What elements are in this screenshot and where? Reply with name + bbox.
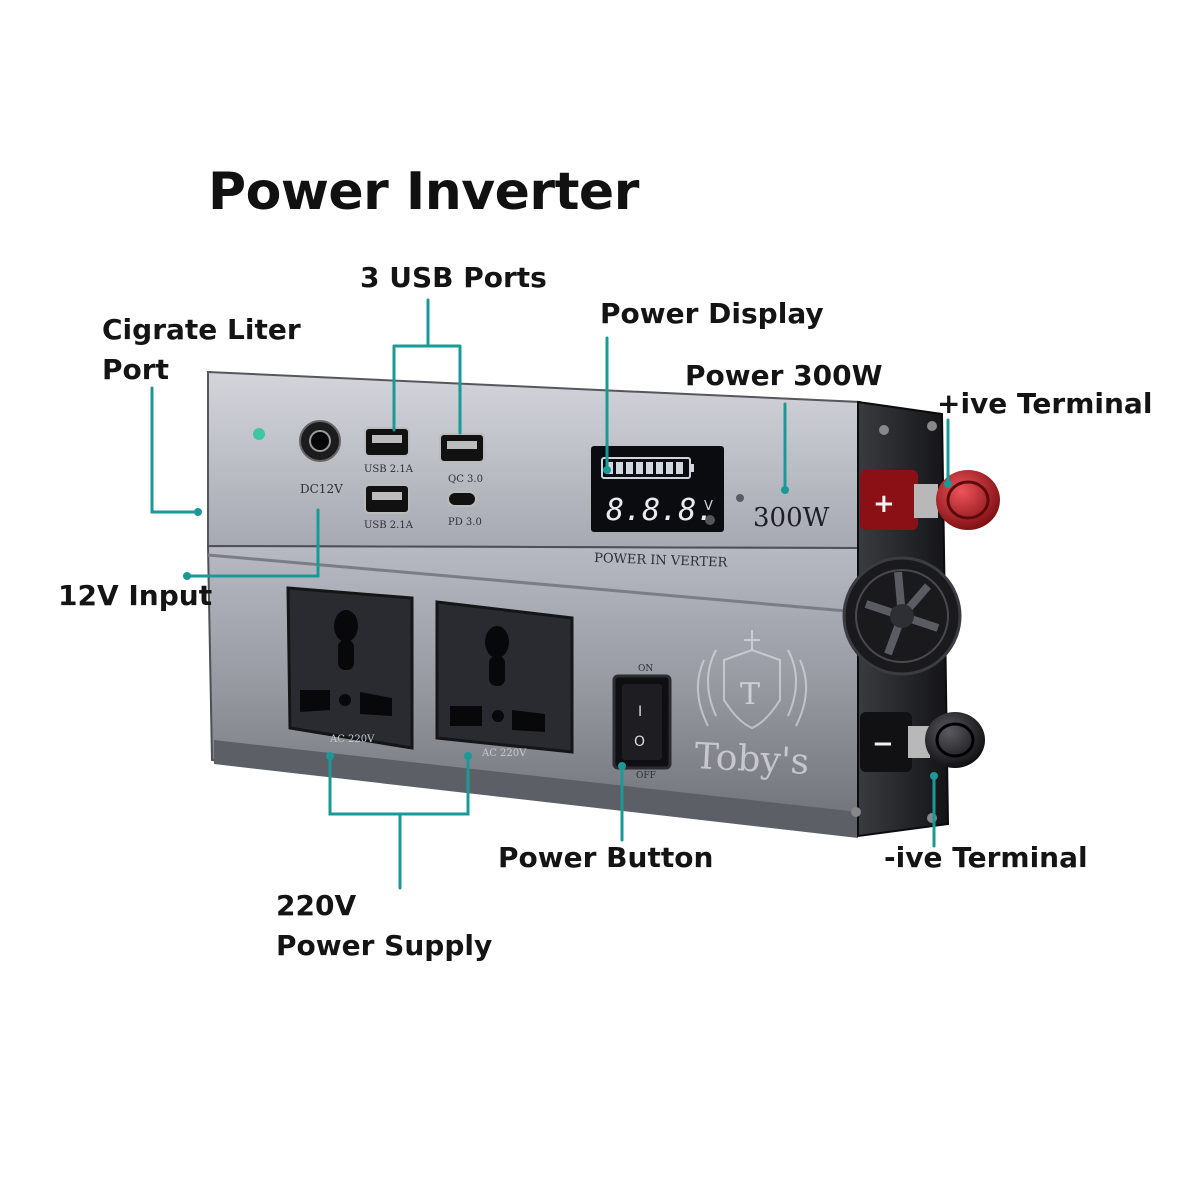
switch-mark-off: O	[634, 734, 645, 750]
display-digits: 8.8.8.	[606, 493, 714, 528]
crest-initial: T	[740, 677, 760, 712]
usb-a-label-2: USB 2.1A	[364, 520, 414, 531]
display-unit: V	[704, 499, 713, 514]
cooling-fan	[842, 556, 962, 676]
label-220v-supply: 220V Power Supply	[276, 886, 492, 966]
switch-off-label: OFF	[636, 771, 656, 781]
leader-usb-ports	[392, 298, 462, 435]
dc-label: DC12V	[300, 482, 343, 496]
leader-12v-input	[185, 508, 320, 578]
leader-220v-supply	[328, 754, 470, 890]
usb-c-port	[447, 491, 477, 507]
label-power-rating: Power 300W	[685, 359, 883, 392]
housing-bottom-lip	[214, 740, 858, 838]
label-12v-input: 12V Input	[58, 579, 213, 612]
dc-input-jack	[299, 420, 341, 462]
ac-socket-1	[286, 586, 414, 750]
label-220v-supply-line2: Power Supply	[276, 929, 493, 962]
housing-groove	[207, 553, 859, 614]
label-cigarette-port-line2: Port	[102, 353, 169, 386]
terminal-plus-mark: +	[873, 489, 895, 519]
qc-label: QC 3.0	[448, 474, 483, 485]
display-indicator-dot	[736, 494, 744, 502]
negative-terminal	[860, 712, 985, 772]
label-power-button: Power Button	[498, 841, 714, 874]
terminal-minus-mark: −	[872, 729, 894, 759]
label-negative-terminal: -ive Terminal	[884, 841, 1088, 874]
page-title: Power Inverter	[208, 162, 639, 222]
label-usb-ports: 3 USB Ports	[360, 261, 547, 294]
ac-socket-2	[435, 600, 574, 754]
socket-label-2: AC 220V	[481, 748, 527, 759]
socket-label-1: AC 220V	[329, 734, 375, 745]
usb-a-label-1: USB 2.1A	[364, 464, 414, 475]
switch-on-label: ON	[638, 664, 653, 674]
brand-crest	[696, 630, 808, 730]
switch-mark-on: I	[638, 704, 642, 720]
pd-label: PD 3.0	[448, 517, 482, 528]
label-power-display: Power Display	[600, 297, 824, 330]
panel-text: POWER IN VERTER	[594, 551, 729, 571]
status-led	[253, 428, 265, 440]
label-220v-supply-line1: 220V	[276, 889, 357, 922]
positive-terminal	[860, 470, 1000, 530]
brand-name: Toby's	[694, 736, 811, 783]
label-positive-terminal: +ive Terminal	[937, 387, 1153, 420]
label-cigarette-port: Cigrate Liter Port	[102, 310, 301, 390]
power-rocker-switch	[612, 674, 672, 770]
leader-cigarette-port	[150, 386, 200, 514]
label-cigarette-port-line1: Cigrate Liter	[102, 313, 301, 346]
wattage-label: 300W	[753, 503, 830, 533]
